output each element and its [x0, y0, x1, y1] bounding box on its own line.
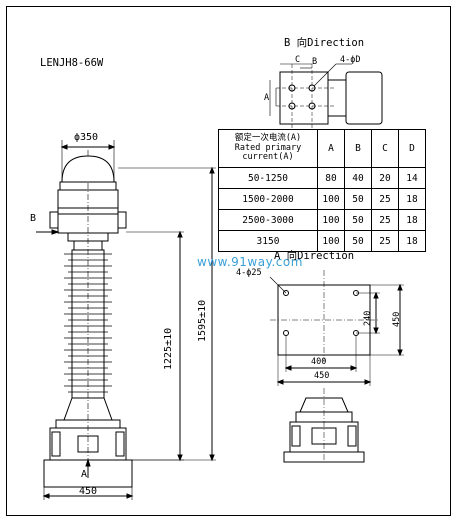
label-b-arrow: B — [30, 213, 37, 224]
transformer-head — [49, 155, 127, 251]
table-cell: 50 — [344, 230, 372, 252]
dim-1595-label: 1595±10 — [197, 299, 208, 342]
a-view-dim-240: 240 — [363, 310, 373, 326]
table-cell: 100 — [317, 188, 345, 210]
table-col-d: D — [398, 129, 426, 168]
b-view-dim-c: C — [295, 55, 301, 65]
drawing-frame — [6, 6, 451, 516]
b-direction-title: B 向Direction — [284, 37, 365, 49]
dim-1225-label: 1225±10 — [163, 327, 174, 370]
table-cell: 100 — [317, 230, 345, 252]
dim-phi350 — [60, 140, 116, 182]
arrow-b — [36, 229, 60, 235]
dim-1595 — [118, 166, 216, 462]
table-cell: 25 — [371, 188, 399, 210]
b-view-dim-b: B — [312, 57, 318, 67]
a-view — [269, 270, 404, 386]
table-row: 3150 100 50 25 18 — [218, 230, 426, 252]
table-col-c: C — [371, 129, 399, 168]
table-cell: 18 — [398, 230, 426, 252]
a-view-dim-450-vertical: 450 — [392, 311, 402, 327]
arrow-a — [85, 458, 91, 478]
table-cell-current: 50-1250 — [218, 167, 318, 189]
a-direction-title: A 向Direction — [274, 250, 355, 262]
watermark: www.91way.com — [197, 255, 303, 269]
table-col-a: A — [317, 129, 345, 168]
table-header-current: 额定一次电流(A) Rated primary current(A) — [218, 129, 318, 168]
base-detail-view — [283, 388, 365, 463]
dim-phi350-label: ϕ350 — [74, 132, 99, 143]
rated-current-table: 额定一次电流(A) Rated primary current(A) A B C… — [218, 129, 426, 252]
table-row: 1500-2000 100 50 25 18 — [218, 188, 426, 210]
table-cell: 18 — [398, 209, 426, 231]
table-cell: 18 — [398, 188, 426, 210]
dim-450-base — [42, 487, 134, 500]
table-row: 2500-3000 100 50 25 18 — [218, 209, 426, 231]
dim-1225 — [126, 230, 184, 462]
b-view-dim-a: A — [264, 93, 270, 103]
table-cell-current: 1500-2000 — [218, 188, 318, 210]
label-a-arrow: A — [81, 469, 88, 480]
table-cell: 25 — [371, 209, 399, 231]
table-cell: 25 — [371, 230, 399, 252]
table-cell: 14 — [398, 167, 426, 189]
b-view — [269, 63, 383, 128]
table-cell: 50 — [344, 188, 372, 210]
b-view-holes: 4-ϕD — [340, 55, 361, 65]
table-cell: 20 — [371, 167, 399, 189]
table-cell: 100 — [317, 209, 345, 231]
table-cell: 50 — [344, 209, 372, 231]
transformer-base — [43, 397, 133, 488]
table-cell: 40 — [344, 167, 372, 189]
a-view-dim-400: 400 — [311, 357, 327, 367]
dim-450-base-label: 450 — [79, 486, 98, 497]
model-label: LENJH8-66W — [40, 57, 104, 69]
table-cell-current: 3150 — [218, 230, 318, 252]
table-col-b: B — [344, 129, 372, 168]
insulator-sheds — [64, 253, 112, 393]
table-cell: 80 — [317, 167, 345, 189]
a-view-holes: 4-ϕ25 — [236, 268, 262, 278]
a-view-dim-450-horizontal: 450 — [314, 371, 330, 381]
table-row: 50-1250 80 40 20 14 — [218, 167, 426, 189]
table-cell-current: 2500-3000 — [218, 209, 318, 231]
